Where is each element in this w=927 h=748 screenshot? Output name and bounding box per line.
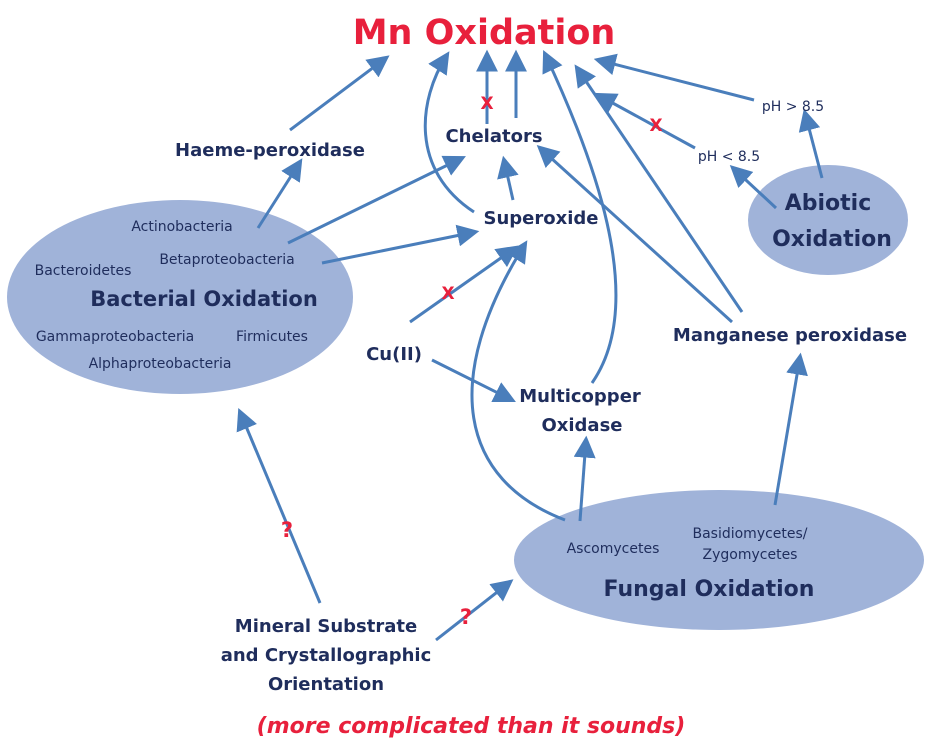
- node-multicopper-line2: Oxidase: [541, 415, 622, 436]
- abiotic-label-line2: Oxidation: [772, 227, 892, 252]
- arrow-mineral-to-bacteria: [236, 407, 322, 604]
- arrow-haeme-to-mn: [289, 55, 390, 132]
- taxon-basidiomycetes: Basidiomycetes/: [692, 526, 807, 542]
- taxon-gammaproteobacteria: Gammaproteobacteria: [36, 329, 194, 345]
- taxon-ascomycetes: Ascomycetes: [567, 541, 660, 557]
- taxon-firmicutes: Firmicutes: [236, 329, 308, 345]
- fungal-oxidation-label: Fungal Oxidation: [604, 577, 815, 602]
- arrow-ph-high-to-mn: [593, 53, 755, 102]
- node-cu: Cu(II): [366, 344, 422, 365]
- taxon-zygomycetes: Zygomycetes: [703, 547, 798, 563]
- diagram-title: Mn Oxidation: [353, 13, 616, 53]
- arrow-ascomycetes-to-superoxide-curve: [470, 240, 566, 522]
- arrows: [236, 49, 824, 642]
- arrow-manganese-to-chelators: [536, 145, 734, 324]
- abiotic-label-line1: Abiotic: [785, 191, 872, 216]
- arrow-bacteria-to-superoxide: [321, 224, 480, 265]
- blocked-mark-ph-low: X: [649, 116, 662, 136]
- node-multicopper-line1: Multicopper: [519, 386, 641, 407]
- node-mineral-line2: and Crystallographic: [221, 645, 432, 666]
- arrow-betaproteo-to-chelators: [287, 155, 466, 245]
- arrow-mineral-to-fungal: [435, 579, 514, 642]
- arrow-manganese-to-mn: [574, 64, 744, 313]
- arrow-ph-low-to-mn-blocked: [594, 92, 696, 150]
- arrow-abiotic-to-ph-low: [729, 165, 778, 210]
- blocked-mark-chelators: X: [480, 94, 493, 114]
- blocked-mark-cu: X: [441, 284, 454, 304]
- node-ph-high: pH > 8.5: [762, 99, 824, 115]
- bacterial-ellipse: [7, 200, 353, 394]
- arrow-ascomycetes-to-multicopper: [573, 435, 596, 522]
- arrow-multicopper-to-mn-curve: [542, 50, 618, 384]
- node-haeme-peroxidase: Haeme-peroxidase: [175, 140, 365, 161]
- node-superoxide: Superoxide: [484, 208, 599, 229]
- node-mineral-line3: Orientation: [268, 674, 384, 695]
- arrow-betaproteo-to-haeme: [256, 158, 303, 229]
- taxon-alphaproteobacteria: Alphaproteobacteria: [89, 356, 232, 372]
- node-ph-low: pH < 8.5: [698, 149, 760, 165]
- bacterial-oxidation-label: Bacterial Oxidation: [90, 287, 318, 311]
- arrow-basidio-to-manganese: [773, 352, 808, 506]
- bacterial-taxa: Actinobacteria Bacteroidetes Betaproteob…: [35, 219, 308, 372]
- nodes: Haeme-peroxidase Chelators Superoxide Cu…: [175, 126, 907, 695]
- uncertain-mark-bacteria: ?: [281, 518, 293, 542]
- node-manganese-peroxidase: Manganese peroxidase: [673, 325, 907, 346]
- fungal-taxa: Ascomycetes Basidiomycetes/ Zygomycetes: [567, 526, 808, 563]
- arrow-superoxide-to-mn-curve: [423, 51, 475, 214]
- marks: X X X ? ?: [281, 94, 663, 629]
- arrow-superoxide-to-chelators: [497, 155, 519, 201]
- abiotic-ellipse: [748, 165, 908, 275]
- ph-labels: pH > 8.5 pH < 8.5: [698, 99, 824, 165]
- node-chelators: Chelators: [445, 126, 542, 147]
- footer-note: (more complicated than it sounds): [257, 714, 686, 739]
- node-mineral-line1: Mineral Substrate: [235, 616, 417, 637]
- taxon-actinobacteria: Actinobacteria: [131, 219, 232, 235]
- arrow-cu-to-superoxide-blocked: [409, 245, 519, 324]
- arrow-abiotic-to-ph-high: [798, 108, 824, 179]
- uncertain-mark-fungal: ?: [460, 605, 472, 629]
- taxon-betaproteobacteria: Betaproteobacteria: [159, 252, 294, 268]
- fungal-ellipse: [514, 490, 924, 630]
- taxon-bacteroidetes: Bacteroidetes: [35, 263, 132, 279]
